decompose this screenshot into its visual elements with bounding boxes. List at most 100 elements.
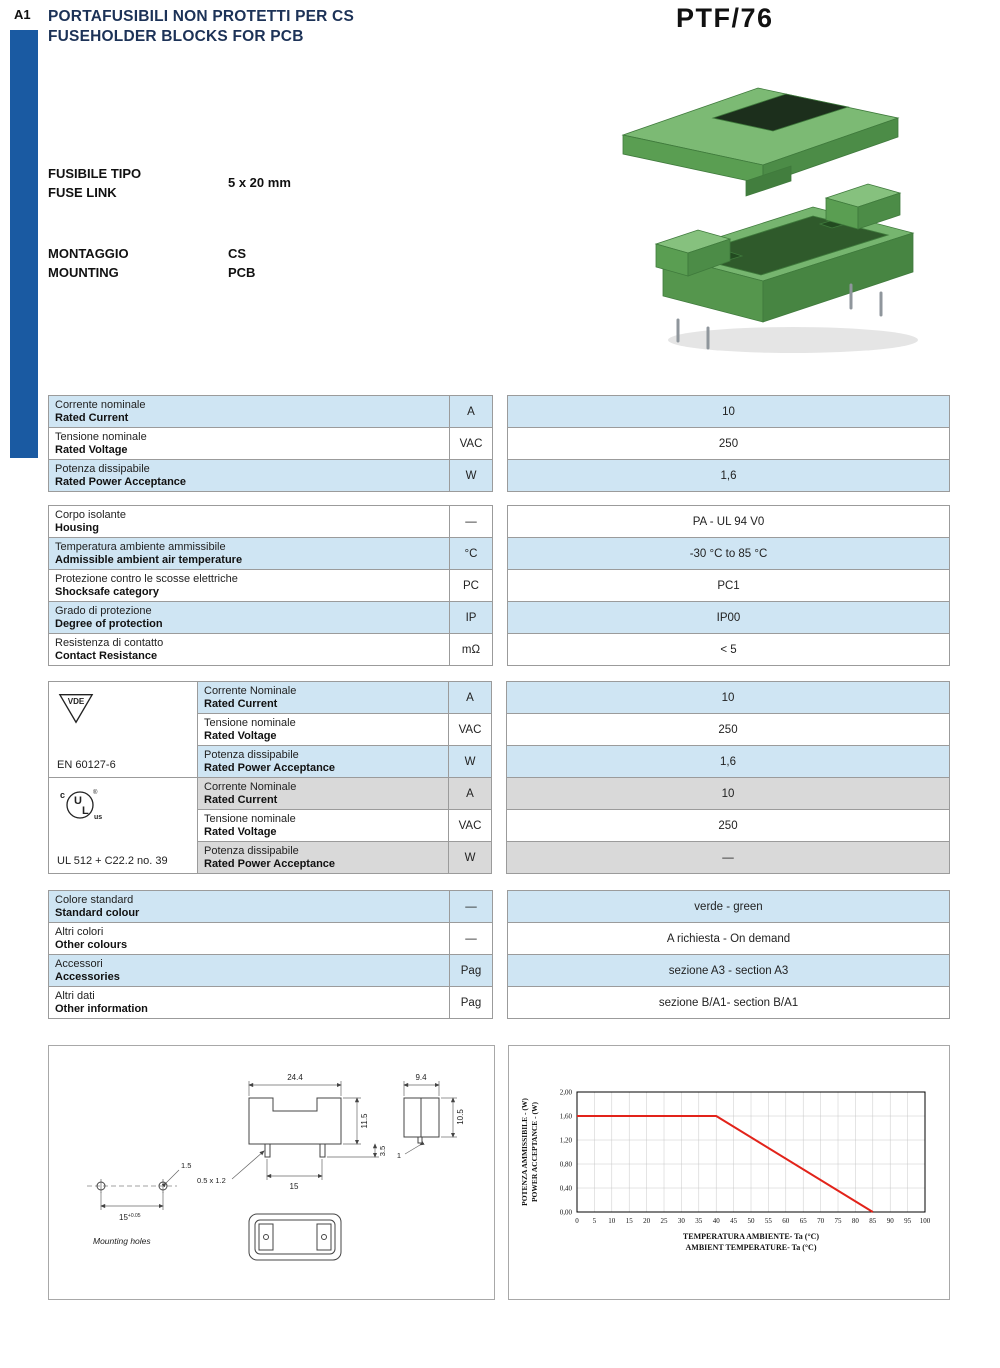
dim-body-height: 11.5	[360, 1113, 369, 1129]
dim-hole-diameter: 1.5	[181, 1161, 191, 1170]
row-label: Tensione nominale Rated Voltage	[48, 427, 450, 460]
column-gap	[493, 954, 507, 987]
label-english: Housing	[55, 521, 99, 534]
svg-text:30: 30	[678, 1217, 686, 1225]
column-gap	[492, 681, 506, 714]
row-unit: °C	[449, 537, 493, 570]
front-view	[248, 1097, 342, 1158]
row-value: 250	[506, 809, 950, 842]
row-unit: VAC	[449, 427, 493, 460]
label-italian: Grado di protezione	[55, 604, 152, 617]
table-row: Tensione nominale Rated Voltage VAC 250	[48, 427, 950, 460]
svg-text:c: c	[60, 790, 65, 800]
svg-text:55: 55	[765, 1217, 773, 1225]
dim-hole-pitch: 15+0.05	[119, 1213, 141, 1222]
label-english: Rated Voltage	[55, 443, 128, 456]
dim-pin-length: 3.5	[378, 1146, 387, 1156]
mounting-holes-view	[87, 1179, 177, 1193]
svg-text:40: 40	[713, 1217, 721, 1225]
svg-text:20: 20	[643, 1217, 651, 1225]
row-unit: A	[448, 777, 492, 810]
column-gap	[493, 459, 507, 492]
svg-text:60: 60	[782, 1217, 790, 1225]
label-italian: Temperatura ambiente ammissibile	[55, 540, 226, 553]
row-unit: —	[449, 505, 493, 538]
row-value: 250	[506, 713, 950, 746]
row-unit: A	[449, 395, 493, 428]
dim-body-width: 24.4	[287, 1073, 303, 1082]
svg-text:5: 5	[593, 1217, 597, 1225]
table-row: Resistenza di contatto Contact Resistanc…	[48, 633, 950, 666]
row-unit: W	[449, 459, 493, 492]
row-value: A richiesta - On demand	[507, 922, 950, 955]
row-unit: PC	[449, 569, 493, 602]
label-italian: Altri colori	[55, 925, 104, 938]
mounting-label-italian: MONTAGGIO	[48, 246, 129, 261]
fuse-label-italian: FUSIBILE TIPO	[48, 166, 142, 181]
label-english: Rated Power Acceptance	[204, 761, 336, 774]
row-value: -30 °C to 85 °C	[507, 537, 950, 570]
table-row: Potenza dissipabile Rated Power Acceptan…	[197, 745, 950, 778]
svg-text:95: 95	[904, 1217, 912, 1225]
dim-side-height: 10.5	[456, 1109, 465, 1125]
row-label: Colore standard Standard colour	[48, 890, 450, 923]
label-english: Degree of protection	[55, 617, 163, 630]
mounting-values: CS PCB	[228, 244, 255, 282]
fuse-label-english: FUSE LINK	[48, 185, 117, 200]
svg-text:TEMPERATURA AMBIENTE- Ta (°C): TEMPERATURA AMBIENTE- Ta (°C)	[683, 1232, 820, 1241]
characteristics-table: Corpo isolante Housing — PA - UL 94 V0 T…	[48, 505, 950, 666]
ratings-table: Corrente nominale Rated Current A 10 Ten…	[48, 395, 950, 492]
svg-text:AMBIENT TEMPERATURE- Ta (°C): AMBIENT TEMPERATURE- Ta (°C)	[686, 1243, 817, 1252]
table-row: Tensione nominale Rated Voltage VAC 250	[197, 809, 950, 842]
fuse-type-spec: FUSIBILE TIPO FUSE LINK 5 x 20 mm	[48, 164, 291, 202]
row-label: Corrente Nominale Rated Current	[197, 681, 449, 714]
svg-text:L: L	[82, 805, 89, 817]
row-value: sezione A3 - section A3	[507, 954, 950, 987]
fuse-size-value: 5 x 20 mm	[228, 175, 291, 190]
label-english: Other colours	[55, 938, 128, 951]
label-italian: Corrente Nominale	[204, 780, 297, 793]
svg-text:0: 0	[575, 1217, 579, 1225]
column-gap	[492, 841, 506, 874]
row-label: Accessori Accessories	[48, 954, 450, 987]
mounting-value-pcb: PCB	[228, 265, 256, 280]
row-value: 250	[507, 427, 950, 460]
column-gap	[493, 601, 507, 634]
label-english: Rated Voltage	[204, 729, 277, 742]
table-row: Protezione contro le scosse elettriche S…	[48, 569, 950, 602]
column-gap	[492, 809, 506, 842]
row-label: Potenza dissipabile Rated Power Acceptan…	[197, 745, 449, 778]
label-italian: Corrente nominale	[55, 398, 146, 411]
row-value: 10	[506, 681, 950, 714]
label-english: Admissible ambient air temperature	[55, 553, 243, 566]
row-label: Resistenza di contatto Contact Resistanc…	[48, 633, 450, 666]
technical-drawing-box: 24.4 11.5 3.5 15 0.5 x 1.2 9.4 10.5 1 1.…	[48, 1045, 495, 1300]
column-gap	[492, 713, 506, 746]
svg-text:0,40: 0,40	[560, 1185, 573, 1193]
label-english: Rated Current	[204, 697, 278, 710]
label-english: Rated Current	[204, 793, 278, 806]
table-row: Accessori Accessories Pag sezione A3 - s…	[48, 954, 950, 987]
label-italian: Protezione contro le scosse elettriche	[55, 572, 238, 585]
fuse-type-value: 5 x 20 mm	[228, 164, 291, 202]
table-row: Colore standard Standard colour — verde …	[48, 890, 950, 923]
column-gap	[493, 922, 507, 955]
label-english: Rated Power Acceptance	[204, 857, 336, 870]
title-line-italian: PORTAFUSIBILI NON PROTETTI PER CS	[48, 8, 354, 25]
title-line-english: FUSEHOLDER BLOCKS FOR PCB	[48, 28, 304, 45]
dim-side-width: 9.4	[415, 1073, 427, 1082]
row-label: Altri colori Other colours	[48, 922, 450, 955]
row-value: 1,6	[507, 459, 950, 492]
svg-text:100: 100	[920, 1217, 931, 1225]
mounting-value-cs: CS	[228, 246, 247, 261]
svg-text:1,60: 1,60	[560, 1113, 573, 1121]
svg-text:45: 45	[730, 1217, 738, 1225]
dimension-lines	[100, 1081, 457, 1210]
row-unit: mΩ	[449, 633, 493, 666]
row-unit: W	[448, 841, 492, 874]
table-row: Grado di protezione Degree of protection…	[48, 601, 950, 634]
svg-text:75: 75	[835, 1217, 843, 1225]
section-color-bar	[10, 30, 38, 458]
